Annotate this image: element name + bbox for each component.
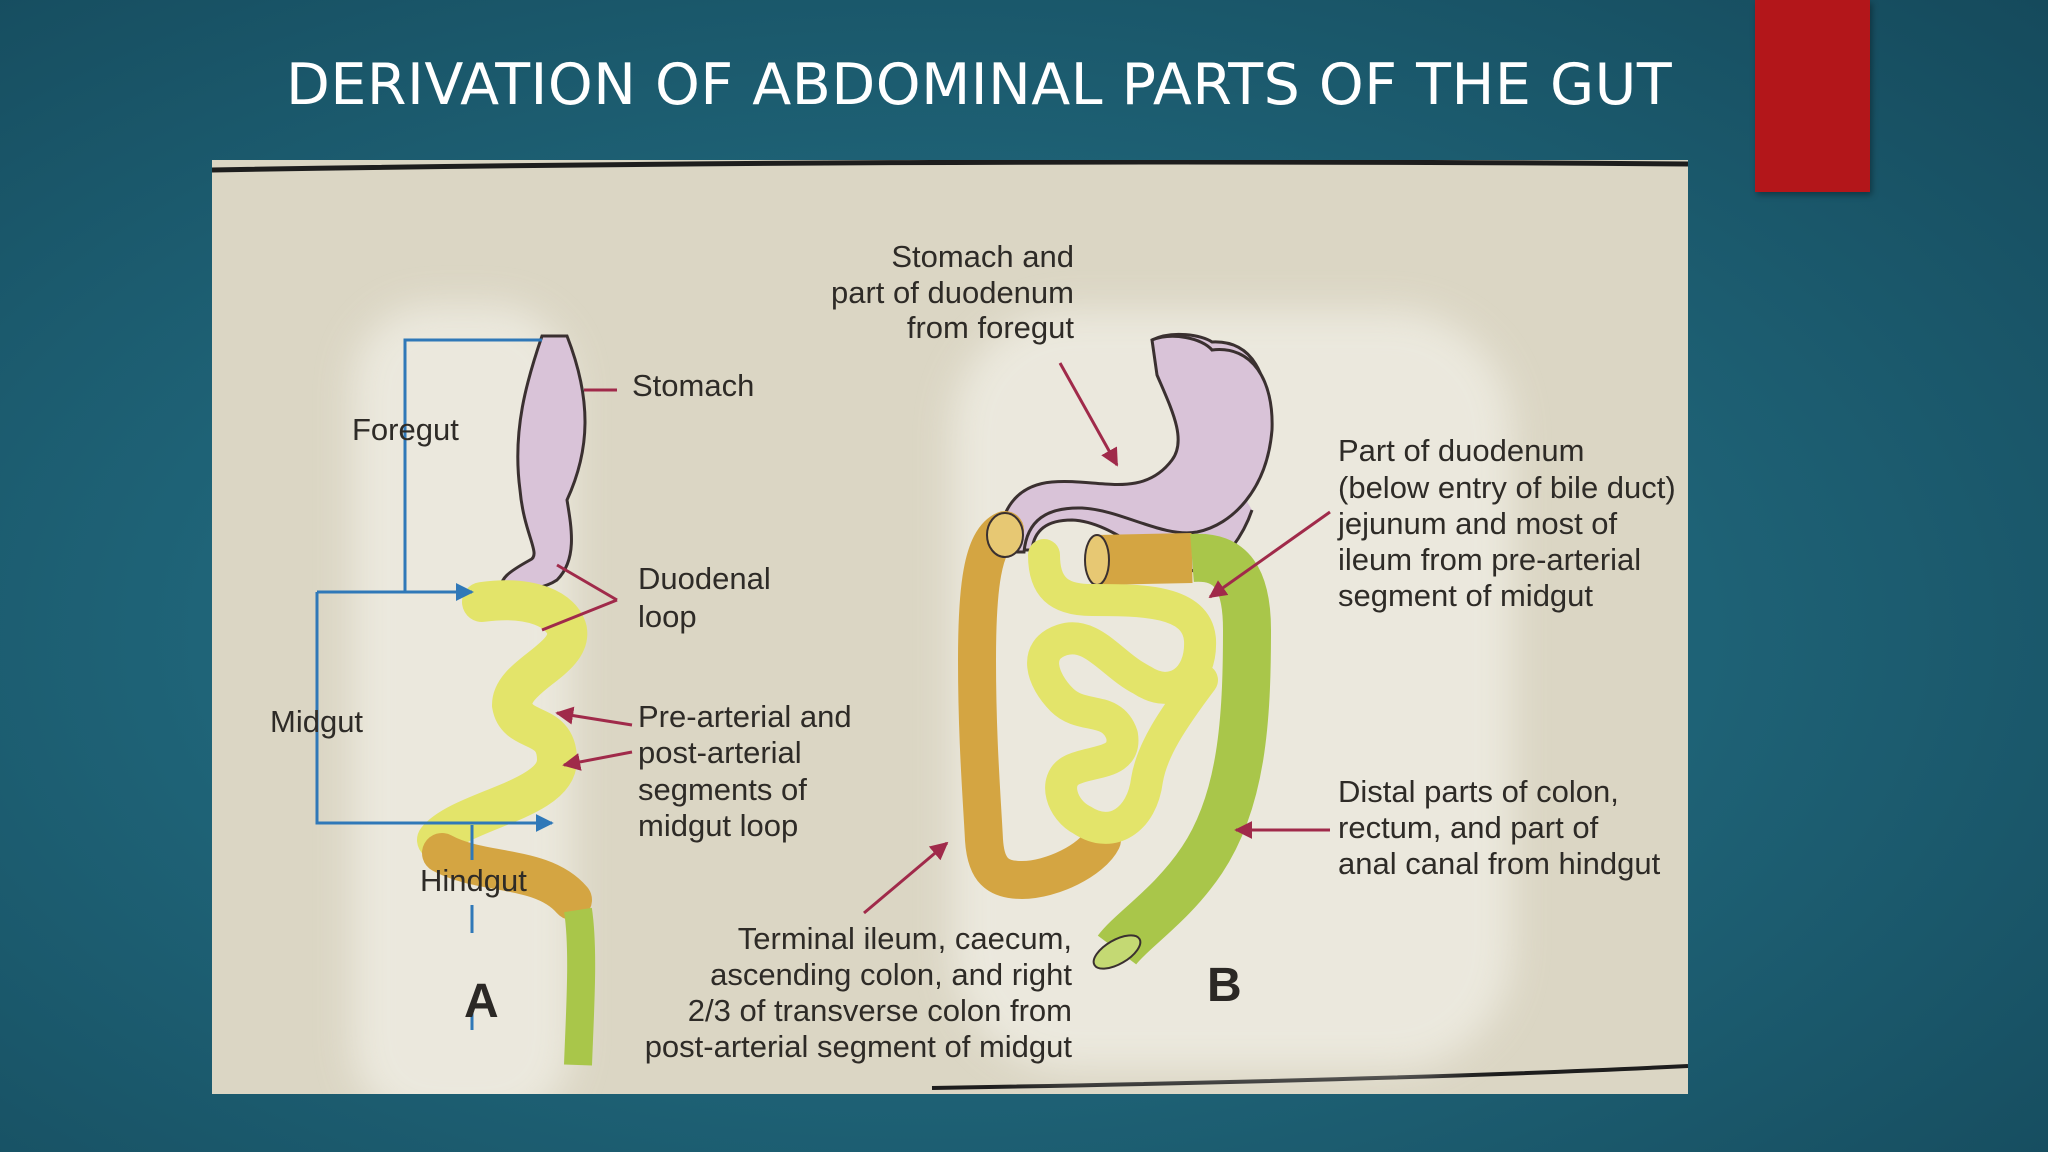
- label-b-stomach-1: Stomach and: [891, 239, 1074, 274]
- label-b-distal-3: anal canal from hindgut: [1338, 846, 1661, 881]
- gut-diagram: Foregut Midgut Hindgut Stomach Duodenal …: [212, 160, 1688, 1094]
- label-b-terminal-2: ascending colon, and right: [710, 957, 1072, 992]
- bottom-edge-line: [931, 1064, 1688, 1090]
- panel-b: Stomach and part of duodenum from foregu…: [645, 239, 1676, 1064]
- label-b-terminal-3: 2/3 of transverse colon from: [688, 993, 1072, 1028]
- label-segments-4: midgut loop: [638, 808, 798, 843]
- label-segments-1: Pre-arterial and: [638, 699, 852, 734]
- diagram-figure: Foregut Midgut Hindgut Stomach Duodenal …: [212, 160, 1688, 1094]
- label-midgut: Midgut: [270, 704, 363, 739]
- label-stomach: Stomach: [632, 368, 754, 403]
- slide-title: DERIVATION OF ABDOMINAL PARTS OF THE GUT: [286, 52, 1673, 118]
- label-b-duodenum-5: segment of midgut: [1338, 578, 1593, 613]
- panel-a-midgut-post-arterial: [422, 833, 592, 920]
- label-b-stomach-2: part of duodenum: [831, 275, 1074, 310]
- panel-a-midgut-pre-arterial: [417, 580, 588, 860]
- label-segments-2: post-arterial: [638, 735, 802, 770]
- accent-bar: [1755, 0, 1870, 192]
- panel-b-stomach-body: [998, 334, 1274, 554]
- panel-b-descending-colon: [1097, 533, 1272, 966]
- panel-b-colon-end: [986, 512, 1024, 558]
- label-b-stomach-3: from foregut: [907, 310, 1075, 345]
- panel-b-small-intestine: [1027, 539, 1218, 844]
- panel-b-transverse-end: [1084, 534, 1110, 586]
- label-b-duodenum-1: Part of duodenum: [1338, 433, 1584, 468]
- panel-b-rectum-end: [1092, 934, 1142, 970]
- panel-a-hindgut-shape: [564, 907, 596, 1066]
- panel-b-transverse-colon: [1096, 533, 1193, 585]
- label-b-distal-2: rectum, and part of: [1338, 810, 1599, 845]
- label-segments-3: segments of: [638, 772, 807, 807]
- panel-b-ascending-colon: [957, 511, 1121, 900]
- label-b-terminal-1: Terminal ileum, caecum,: [738, 921, 1072, 956]
- label-duodenal-loop-2: loop: [638, 599, 697, 634]
- panel-a-pointers: [541, 388, 633, 771]
- label-hindgut: Hindgut: [420, 863, 527, 898]
- panel-b-pointers: [863, 362, 1331, 915]
- panel-a-letter: A: [464, 975, 499, 1028]
- label-b-terminal-4: post-arterial segment of midgut: [645, 1029, 1073, 1064]
- label-foregut: Foregut: [352, 412, 459, 447]
- panel-b-letter: B: [1207, 959, 1242, 1012]
- label-duodenal-loop-1: Duodenal: [638, 561, 771, 596]
- top-edge-line: [212, 160, 1688, 173]
- panel-a-glow: [352, 305, 572, 1094]
- panel-a-brackets: [315, 338, 554, 1030]
- label-b-duodenum-4: ileum from pre-arterial: [1338, 542, 1641, 577]
- label-b-distal-1: Distal parts of colon,: [1338, 774, 1619, 809]
- panel-a: Foregut Midgut Hindgut Stomach Duodenal …: [270, 334, 852, 1066]
- label-b-duodenum-3: jejunum and most of: [1337, 506, 1618, 541]
- label-b-duodenum-2: (below entry of bile duct): [1338, 470, 1676, 505]
